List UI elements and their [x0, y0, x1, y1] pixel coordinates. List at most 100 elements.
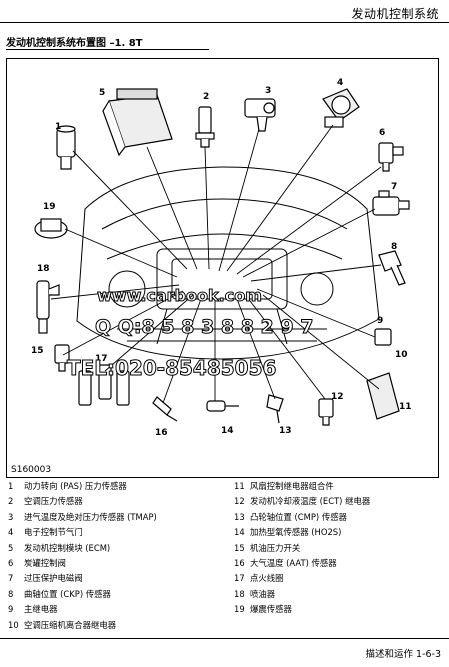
- header-rule: [0, 22, 449, 23]
- legend-number: 1: [8, 481, 14, 491]
- legend-number: 7: [8, 573, 14, 584]
- legend-number: 16: [234, 558, 245, 568]
- page-footer: 描述和运作 1-6-3: [365, 649, 441, 660]
- ho2s-sensor: [206, 400, 239, 412]
- callout-13: 13: [279, 426, 292, 436]
- callout-12: 12: [331, 392, 344, 402]
- watermark-line-3: TEL:020-85485056: [67, 356, 276, 380]
- legend-item: 9 主继电器: [8, 604, 58, 614]
- callout-6: 6: [379, 128, 385, 138]
- legend-text: 风扇控制继电器组合件: [250, 481, 334, 491]
- watermark-line-1: www.carbook.com: [97, 286, 262, 305]
- legend-item: 15 机油压力开关: [234, 543, 300, 553]
- legend-number: 15: [234, 542, 245, 553]
- footer-rule: [0, 638, 449, 639]
- callout-4: 4: [337, 78, 343, 88]
- pas-pressure-sensor: [56, 125, 76, 170]
- reservoir: [300, 272, 334, 306]
- diagram-drawing: 1 2 3 4 5 6 7 8 9 10 11 12 13 14 15 16 1…: [31, 78, 412, 438]
- oil-pressure-switch: [54, 344, 70, 372]
- callout-3: 3: [265, 86, 271, 96]
- legend-number: 10: [8, 619, 19, 630]
- callout-9: 9: [377, 316, 383, 326]
- fan-relay-assembly: [366, 372, 400, 420]
- callout-18: 18: [37, 264, 50, 274]
- legend-item: 1 动力转向 (PAS) 压力传感器: [8, 481, 127, 491]
- watermark-line-2: Q Q:8 5 8 3 8 8 2 9 7: [95, 316, 313, 338]
- callout-7: 7: [391, 182, 397, 192]
- legend-item: 8 曲轴位置 (CKP) 传感器: [8, 589, 111, 599]
- engine-layout-diagram: 1 2 3 4 5 6 7 8 9 10 11 12 13 14 15 16 1…: [6, 58, 439, 478]
- legend-text: 曲轴位置 (CKP) 传感器: [24, 588, 111, 599]
- callout-5: 5: [99, 88, 105, 98]
- legend-number: 11: [234, 481, 245, 491]
- legend-number: 14: [234, 527, 245, 538]
- ecm-module: [102, 88, 173, 157]
- legend-item: 7 过压保护电磁阀: [8, 573, 83, 583]
- legend-text: 过压保护电磁阀: [24, 573, 83, 584]
- callout-19: 19: [43, 202, 56, 212]
- figure-code: S160003: [11, 465, 52, 475]
- engine-block: [156, 248, 288, 310]
- tmap-sensor: [244, 98, 276, 132]
- legend-text: 主继电器: [24, 604, 58, 615]
- ac-pressure-sensor: [195, 106, 215, 148]
- legend-number: 6: [8, 558, 14, 568]
- ckp-sensor: [378, 250, 406, 286]
- legend-number: 9: [8, 604, 14, 615]
- legend-text: 发动机控制模块 (ECM): [24, 542, 111, 553]
- legend-item: 14 加热型氧传感器 (HO2S): [234, 527, 341, 537]
- knock-sensor: [34, 218, 68, 239]
- legend-number: 4: [8, 527, 14, 538]
- ect-sensor: [318, 398, 334, 426]
- legend-number: 18: [234, 588, 245, 599]
- callout-15: 15: [31, 346, 44, 356]
- legend-number: 3: [8, 511, 14, 522]
- legend-item: 2 空调压力传感器: [8, 496, 83, 506]
- section-rule: [6, 49, 209, 50]
- legend-text: 喷油器: [250, 588, 276, 599]
- engine-bay-outline: [76, 166, 380, 360]
- legend-text: 机油压力开关: [250, 542, 301, 553]
- electronic-throttle: [322, 88, 360, 128]
- legend-text: 空调压力传感器: [24, 496, 83, 507]
- callout-11: 11: [399, 402, 412, 412]
- ignition-coil: [78, 364, 130, 406]
- callout-17: 17: [95, 354, 108, 364]
- callout-14: 14: [221, 426, 234, 436]
- aat-sensor: [152, 396, 178, 422]
- section-title: 发动机控制系统布置图 –1. 8T: [6, 38, 143, 49]
- callout-1: 1: [55, 122, 61, 132]
- legend-number: 2: [8, 496, 14, 507]
- legend-text: 大气温度 (AAT) 传感器: [250, 558, 337, 568]
- legend-text: 点火线圈: [250, 573, 284, 584]
- legend-item: 16 大气温度 (AAT) 传感器: [234, 558, 337, 568]
- legend-text: 爆震传感器: [250, 604, 292, 615]
- cmp-sensor: [266, 394, 284, 424]
- legend-number: 8: [8, 588, 14, 599]
- callout-2: 2: [203, 92, 209, 102]
- legend-item: 18 喷油器: [234, 589, 275, 599]
- legend-text: 动力转向 (PAS) 压力传感器: [24, 481, 127, 491]
- canister-control-valve: [378, 142, 404, 172]
- legend-text: 加热型氧传感器 (HO2S): [250, 527, 342, 538]
- legend-number: 17: [234, 573, 245, 584]
- callout-8: 8: [391, 242, 397, 252]
- leader-lines: [50, 124, 382, 404]
- legend-number: 13: [234, 511, 245, 522]
- callout-16: 16: [155, 428, 168, 438]
- watermark: www.carbook.com Q Q:8 5 8 3 8 8 2 9 7 TE…: [67, 286, 314, 381]
- legend-item: 5 发动机控制模块 (ECM): [8, 543, 110, 553]
- legend-item: 17 点火线圈: [234, 573, 284, 583]
- legend-number: 19: [234, 604, 245, 615]
- page-header-title: 发动机控制系统: [351, 7, 439, 21]
- legend-text: 发动机冷却液温度 (ECT) 继电器: [250, 496, 371, 507]
- legend-number: 5: [8, 542, 14, 553]
